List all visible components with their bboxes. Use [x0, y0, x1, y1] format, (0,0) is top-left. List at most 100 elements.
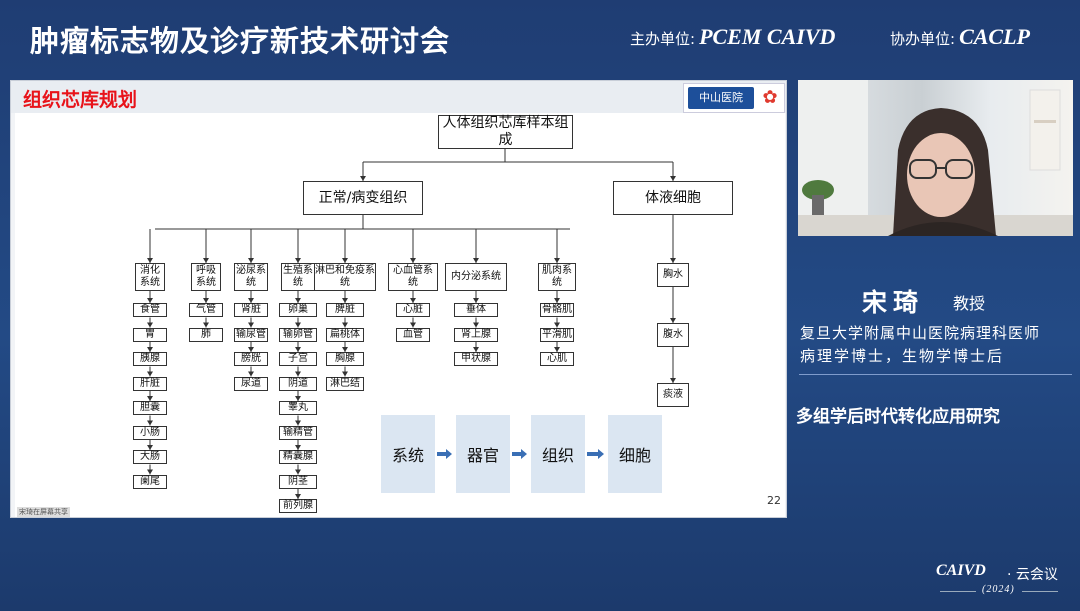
arrow-head	[410, 322, 416, 328]
arrow-head	[554, 258, 560, 263]
organ-node: 阴茎	[279, 474, 317, 489]
flow-step: 器官	[456, 415, 510, 493]
fluid-node: 胸水	[657, 263, 689, 287]
organ-node: 胸腺	[326, 352, 364, 366]
brand-line-right	[1022, 591, 1058, 592]
flow-step: 组织	[531, 415, 585, 493]
arrow-head	[147, 347, 153, 352]
arrow-head	[203, 258, 209, 263]
speaker-video	[798, 80, 1073, 236]
org-chart: 人体组织芯库样本组成正常/病变组织体液细胞消化系统食管胃胰腺肝脏胆囊小肠大肠阑尾…	[15, 113, 785, 517]
organ-node: 平滑肌	[540, 327, 574, 342]
organ-node: 输尿管	[234, 327, 268, 342]
organ-node: 食管	[133, 303, 167, 317]
slide-header-bar	[11, 81, 786, 113]
co-host-orgs: CACLP	[959, 24, 1030, 49]
co-host-info: 协办单位:CACLP	[890, 24, 1030, 50]
arrow-head	[670, 318, 676, 323]
system-node: 肌肉系统	[538, 263, 576, 291]
organ-node: 气管	[189, 303, 223, 317]
flow-step: 系统	[381, 415, 435, 493]
flow-step: 细胞	[608, 415, 662, 493]
connector-lines	[147, 149, 676, 499]
arrow-head	[248, 347, 254, 352]
organ-node: 脾脏	[326, 303, 364, 317]
zhongshan-logo-text: 中山医院	[688, 87, 754, 109]
arrow-head	[473, 258, 479, 263]
fluid-node: 腹水	[657, 323, 689, 347]
organ-node: 扁桃体	[326, 327, 364, 342]
organ-node: 心脏	[396, 303, 430, 317]
host-orgs: PCEM CAIVD	[699, 24, 836, 49]
branch-node: 体液细胞	[613, 181, 733, 215]
host-info: 主办单位:PCEM CAIVD	[630, 24, 835, 50]
arrow-head	[147, 469, 153, 475]
shared-slide: 组织芯库规划 中山医院 ✿ 人体组织芯库样本组成正常/病变组织体液细胞消化系统食…	[10, 80, 787, 518]
organ-node: 胰腺	[133, 352, 167, 366]
arrow-head	[342, 347, 348, 352]
screen-share-label: 宋琦在屏幕共享	[17, 507, 70, 517]
arrow-head	[295, 420, 301, 426]
brand-line-left	[940, 591, 976, 592]
arrow-head	[554, 347, 560, 352]
arrow-head	[295, 494, 301, 499]
organ-node: 尿道	[234, 376, 268, 391]
arrow-head	[554, 322, 560, 328]
organ-node: 淋巴结	[326, 376, 364, 391]
arrow-head	[342, 322, 348, 328]
organ-node: 骨骼肌	[540, 303, 574, 317]
arrow-head	[147, 445, 153, 450]
brand-name: CAIVD	[936, 562, 986, 579]
arrow-head	[248, 371, 254, 377]
host-label: 主办单位:	[630, 30, 696, 48]
arrow-head	[410, 298, 416, 303]
arrow-head	[670, 176, 676, 181]
system-node: 淋巴和免疫系统	[314, 263, 376, 291]
arrow-head	[295, 298, 301, 303]
arrow-head	[147, 371, 153, 377]
organ-node: 输卵管	[279, 327, 317, 342]
flow-arrow-icon	[437, 449, 452, 459]
arrow-head	[295, 322, 301, 328]
organ-node: 肝脏	[133, 376, 167, 391]
speaker-affiliation: 复旦大学附属中山医院病理科医师	[800, 324, 1041, 342]
arrow-head	[248, 258, 254, 263]
fluid-node: 痰液	[657, 383, 689, 407]
organ-node: 胆囊	[133, 401, 167, 415]
arrow-head	[147, 258, 153, 263]
organ-node: 阴道	[279, 376, 317, 391]
arrow-head	[203, 298, 209, 303]
arrow-head	[295, 445, 301, 450]
speaker-title: 教授	[953, 294, 986, 313]
flow-arrow-icon	[587, 449, 604, 459]
organ-node: 肺	[189, 327, 223, 342]
flow-arrow-icon	[512, 449, 527, 459]
organ-node: 肾脏	[234, 303, 268, 317]
brand-suffix: · 云会议	[1007, 567, 1058, 583]
system-node: 呼吸系统	[191, 263, 221, 291]
organ-node: 卵巢	[279, 303, 317, 317]
organ-node: 胃	[133, 327, 167, 342]
arrow-head	[248, 298, 254, 303]
conference-title: 肿瘤标志物及诊疗新技术研讨会	[30, 24, 451, 58]
arrow-head	[295, 469, 301, 475]
arrow-head	[295, 347, 301, 352]
arrow-head	[295, 371, 301, 377]
arrow-head	[295, 258, 301, 263]
system-node: 心血管系统	[388, 263, 438, 291]
arrow-head	[473, 298, 479, 303]
co-host-label: 协办单位:	[890, 30, 956, 48]
organ-node: 垂体	[454, 303, 498, 317]
organ-node: 前列腺	[279, 499, 317, 513]
slide-title: 组织芯库规划	[23, 89, 138, 111]
arrow-head	[147, 322, 153, 328]
organ-node: 大肠	[133, 450, 167, 464]
system-node: 泌尿系统	[234, 263, 268, 291]
organ-node: 输精管	[279, 425, 317, 440]
arrow-head	[342, 258, 348, 263]
arrow-head	[670, 378, 676, 383]
organ-node: 心肌	[540, 352, 574, 366]
hospital-logo: 中山医院 ✿	[683, 83, 785, 113]
plant-icon	[802, 180, 834, 200]
arrow-head	[147, 396, 153, 401]
